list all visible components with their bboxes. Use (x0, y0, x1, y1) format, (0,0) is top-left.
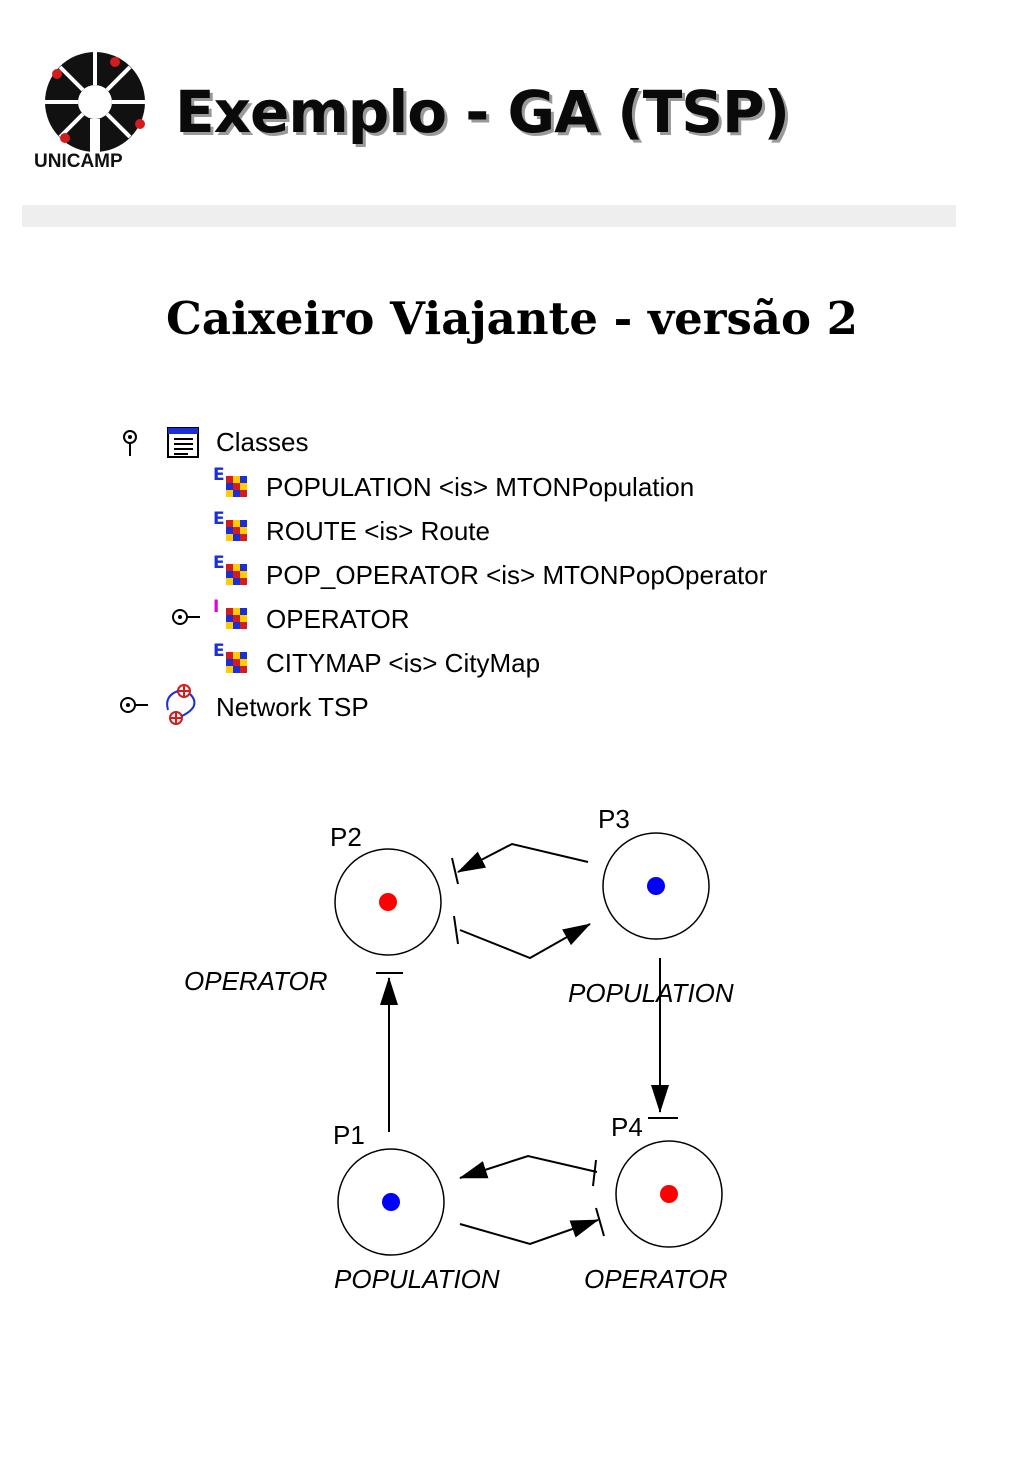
place-type: OPERATOR (184, 966, 328, 996)
unicamp-logo: UNICAMP (34, 52, 145, 172)
class-item-label[interactable]: CITYMAP <is> CityMap (266, 648, 541, 678)
logo-wordmark: UNICAMP (34, 151, 123, 172)
class-list-icon (167, 427, 199, 458)
header-divider (22, 205, 956, 227)
arc-p1-to-p4 (459, 1207, 605, 1246)
token (382, 1193, 400, 1211)
arc-p3-to-p4 (648, 958, 678, 1119)
place-p4[interactable]: P4 OPERATOR (584, 1112, 728, 1294)
svg-text:E: E (213, 553, 225, 573)
place-p2[interactable]: P2 OPERATOR (184, 822, 442, 996)
network-icon (166, 684, 196, 725)
class-tree: Classes E POPULATION <is> MTONPopulation… (118, 427, 768, 725)
class-item-label[interactable]: POP_OPERATOR <is> MTONPopOperator (266, 560, 768, 590)
class-item-icon: E (213, 465, 247, 497)
token (379, 893, 397, 911)
svg-text:E: E (213, 509, 225, 529)
tree-root-label[interactable]: Classes (216, 427, 309, 457)
arc-p3-to-p2 (451, 842, 589, 885)
place-type: POPULATION (568, 978, 734, 1008)
token (660, 1185, 678, 1203)
place-id: P4 (611, 1112, 643, 1142)
place-id: P1 (333, 1120, 365, 1150)
slide-subtitle: Caixeiro Viajante - versão 2 (166, 292, 858, 345)
place-p1[interactable]: P1 POPULATION (333, 1120, 500, 1294)
place-id: P2 (330, 822, 362, 852)
class-item-label[interactable]: POPULATION <is> MTONPopulation (266, 472, 695, 502)
place-type: POPULATION (334, 1264, 500, 1294)
place-p3[interactable]: P3 POPULATION (568, 804, 734, 1008)
svg-text:E: E (213, 465, 225, 485)
svg-text:I: I (213, 597, 219, 617)
page-title: Exemplo - GA (TSP) (175, 78, 790, 146)
arc-p4-to-p1 (459, 1154, 598, 1187)
class-item-label[interactable]: ROUTE <is> Route (266, 516, 490, 546)
token (647, 877, 665, 895)
collapsed-toggle-icon[interactable] (170, 606, 204, 628)
svg-text:E: E (213, 641, 225, 661)
class-item-label[interactable]: OPERATOR (266, 604, 410, 634)
network-label[interactable]: Network TSP (216, 692, 369, 722)
place-id: P3 (598, 804, 630, 834)
class-item-icon: E (213, 553, 247, 585)
place-type: OPERATOR (584, 1264, 728, 1294)
class-item-icon: E (213, 641, 247, 673)
arc-p1-to-p2 (376, 972, 403, 1132)
collapsed-toggle-icon[interactable] (118, 694, 152, 716)
class-item-icon: E (213, 509, 247, 541)
expanded-pin-icon[interactable] (118, 428, 142, 458)
arc-p2-to-p3 (453, 915, 591, 960)
interface-item-icon: I (213, 597, 247, 629)
